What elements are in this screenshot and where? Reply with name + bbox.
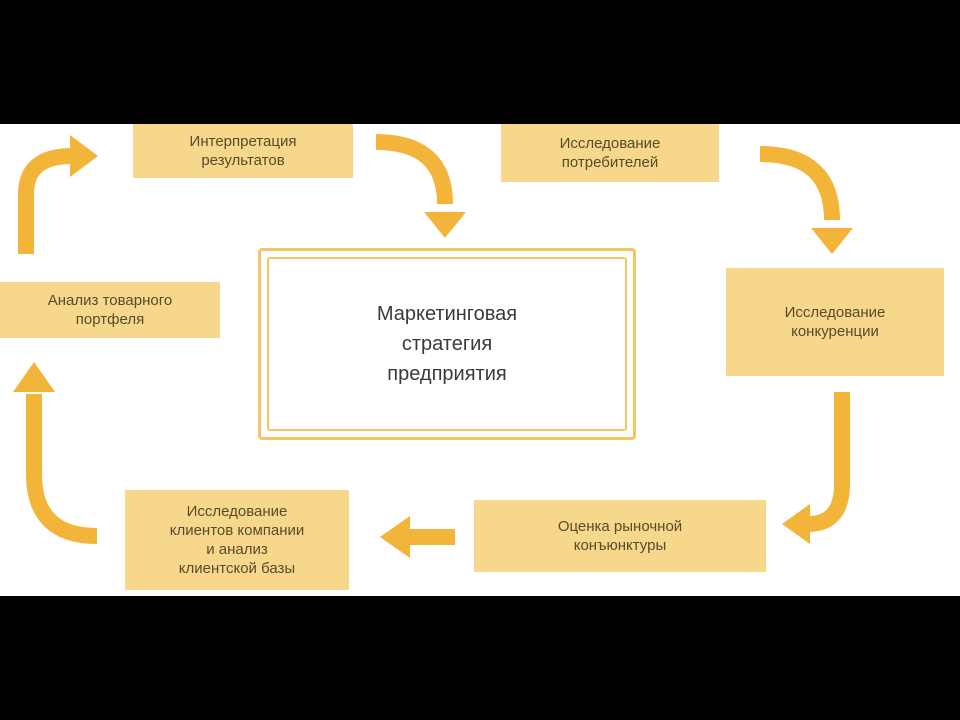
arrow-clients-to-portfolio <box>13 362 98 544</box>
center-node-strategy: Маркетинговая стратегия предприятия <box>267 257 627 431</box>
arrow-portfolio-to-interpretation <box>18 135 98 254</box>
node-competition: Исследование конкуренции <box>726 268 944 376</box>
diagram-canvas: Интерпретация результатов Исследование п… <box>0 124 960 596</box>
arrow-competition-to-market <box>782 392 850 544</box>
node-consumers: Исследование потребителей <box>501 124 719 182</box>
node-portfolio: Анализ товарного портфеля <box>0 282 220 338</box>
center-node-frame: Маркетинговая стратегия предприятия <box>258 248 636 440</box>
node-clients: Исследование клиентов компании и анализ … <box>125 490 349 590</box>
arrow-interpretation-to-strategy <box>375 134 466 238</box>
node-interpretation: Интерпретация результатов <box>133 124 353 178</box>
flow-arrows <box>13 134 853 558</box>
arrow-consumers-to-competition <box>759 146 853 254</box>
node-market: Оценка рыночной конъюнктуры <box>474 500 766 572</box>
arrow-market-to-clients <box>380 516 455 558</box>
